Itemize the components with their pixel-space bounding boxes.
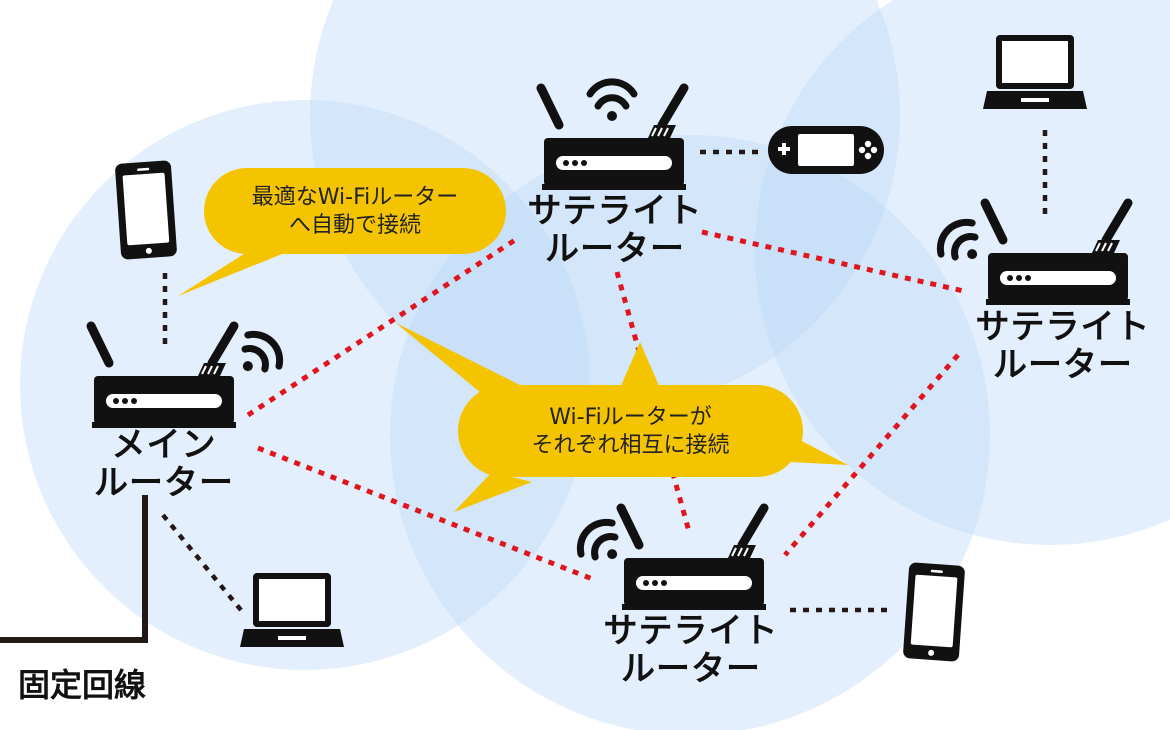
sat-bottom-router-label: サテライト ルーター: [586, 612, 796, 688]
sat-right-router-label-line2: ルーター: [993, 345, 1133, 385]
wireless-links: [246, 229, 969, 583]
callout-auto-connect-line2: へ自動で接続: [288, 213, 421, 238]
sat-bottom-router-label-line1: サテライト: [603, 611, 779, 651]
main-router-label-line2: ルーター: [94, 463, 234, 503]
sat-bottom-router-label-line2: ルーター: [621, 649, 761, 689]
smartphone-icon: [114, 160, 178, 260]
link-main-to-bottom: [257, 445, 596, 583]
callout-auto-connect-line1: 最適なWi-Fiルーター: [251, 185, 459, 210]
coverage-sat-top: [310, 0, 900, 410]
callout-auto-connect-text: 最適なWi-Fiルーター へ自動で接続: [204, 184, 506, 240]
sat-right-router-label-line1: サテライト: [975, 307, 1151, 347]
smartphone-icon: [902, 562, 966, 662]
device-links: [161, 130, 1048, 617]
link-right-to-bottom: [783, 353, 960, 557]
sat-top-router-label-line1: サテライト: [527, 191, 703, 231]
fixed-line-label: 固定回線: [18, 666, 147, 704]
callout-mutual-connect: [396, 323, 848, 512]
callout-mutual-connect-line1: Wi-Fiルーターが: [549, 405, 712, 430]
callout-auto-connect: [178, 168, 506, 296]
callout-mutual-connect-line2: それぞれ相互に接続: [531, 433, 730, 458]
link-main-to-top: [246, 237, 517, 418]
link-main-to-laptop: [161, 513, 247, 617]
fixed-line-cable: [0, 495, 148, 643]
sat-top-router-label: サテライト ルーター: [510, 192, 720, 268]
laptop-icon: [983, 35, 1087, 109]
laptop-icon: [240, 573, 344, 647]
game-console-icon: [768, 126, 884, 174]
main-router-label-line1: メイン: [111, 425, 217, 465]
sat-right-router-label: サテライト ルーター: [958, 308, 1168, 384]
main-router-label: メイン ルーター: [64, 426, 264, 502]
callout-mutual-connect-text: Wi-Fiルーターが それぞれ相互に接続: [458, 404, 803, 460]
sat-top-router-label-line2: ルーター: [545, 229, 685, 269]
